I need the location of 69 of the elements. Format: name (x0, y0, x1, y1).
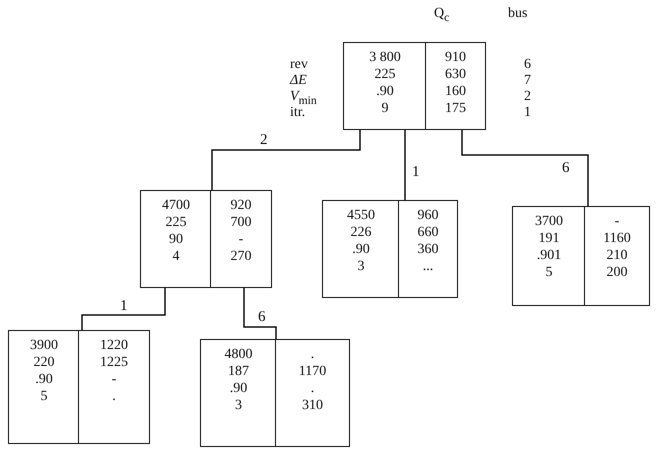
value-text: 191 (538, 230, 560, 247)
value-text: 160 (444, 83, 467, 100)
value-text: 960 (416, 207, 440, 224)
value-text: 910 (444, 49, 467, 66)
value-text: ... (422, 258, 434, 275)
value-text: 3 800 (368, 49, 402, 66)
value-text: - (238, 231, 244, 248)
column-header: bus (508, 6, 528, 22)
value-text: 200 (606, 264, 628, 281)
value-text: 1225 (99, 354, 129, 371)
value-text: 210 (606, 247, 628, 264)
bus-number: 7 (524, 73, 531, 89)
column-header: Q$_{c}$ (434, 6, 450, 26)
value-text: 5 (40, 388, 48, 405)
value-text: 187 (227, 363, 250, 380)
value-text: 3900 (29, 337, 59, 354)
value-text: 630 (444, 66, 467, 83)
value-text: - (614, 213, 620, 230)
value-text: 226 (350, 224, 372, 241)
table-box (140, 190, 272, 288)
value-text: 4 (172, 248, 180, 265)
value-text: . (310, 346, 316, 363)
bus-number: 6 (524, 57, 531, 73)
row-label: itr. (290, 105, 306, 121)
value-text: 220 (32, 354, 56, 371)
value-text: 360 (416, 241, 440, 258)
value-text: 175 (444, 100, 467, 117)
value-text: 4550 (346, 207, 376, 224)
value-text: 4800 (224, 346, 254, 363)
table-box (512, 206, 650, 306)
row-label: rev (290, 57, 308, 73)
value-text: 1170 (298, 363, 328, 380)
value-text: . (310, 380, 316, 397)
value-text: 3 (356, 258, 366, 275)
value-text: .90 (34, 371, 54, 388)
value-text: 270 (230, 248, 252, 265)
value-text: 1220 (99, 337, 129, 354)
value-text: . (111, 388, 117, 405)
table-box (8, 330, 150, 444)
value-text: 700 (230, 214, 252, 231)
row-label: V$_{min}$ (290, 89, 317, 107)
value-text: 3 (234, 397, 243, 414)
value-text: 9 (380, 100, 390, 117)
bus-number: 1 (524, 105, 531, 121)
value-text: 225 (164, 214, 188, 231)
value-text: .90 (228, 380, 248, 397)
value-text: 4700 (161, 197, 191, 214)
connector-line (461, 130, 589, 206)
connector-line (404, 130, 406, 200)
connector-line (243, 288, 277, 339)
value-text: .90 (375, 83, 395, 100)
row-label: ΔE (290, 73, 307, 89)
connector-line (81, 288, 166, 330)
value-text: 90 (168, 231, 184, 248)
bus-number: 2 (524, 89, 531, 105)
value-text: 310 (301, 397, 324, 414)
value-text: .90 (351, 241, 371, 258)
value-text: 225 (374, 66, 396, 83)
table-box (343, 42, 486, 130)
connector-line (211, 130, 361, 190)
table-box (200, 339, 350, 447)
table-box (322, 200, 458, 298)
value-text: 5 (544, 264, 554, 281)
value-text: .901 (536, 247, 562, 264)
value-text: 920 (230, 197, 252, 214)
value-text: 1160 (602, 230, 632, 247)
value-text: - (110, 371, 118, 388)
value-text: 660 (416, 224, 440, 241)
value-text: 3700 (534, 213, 564, 230)
